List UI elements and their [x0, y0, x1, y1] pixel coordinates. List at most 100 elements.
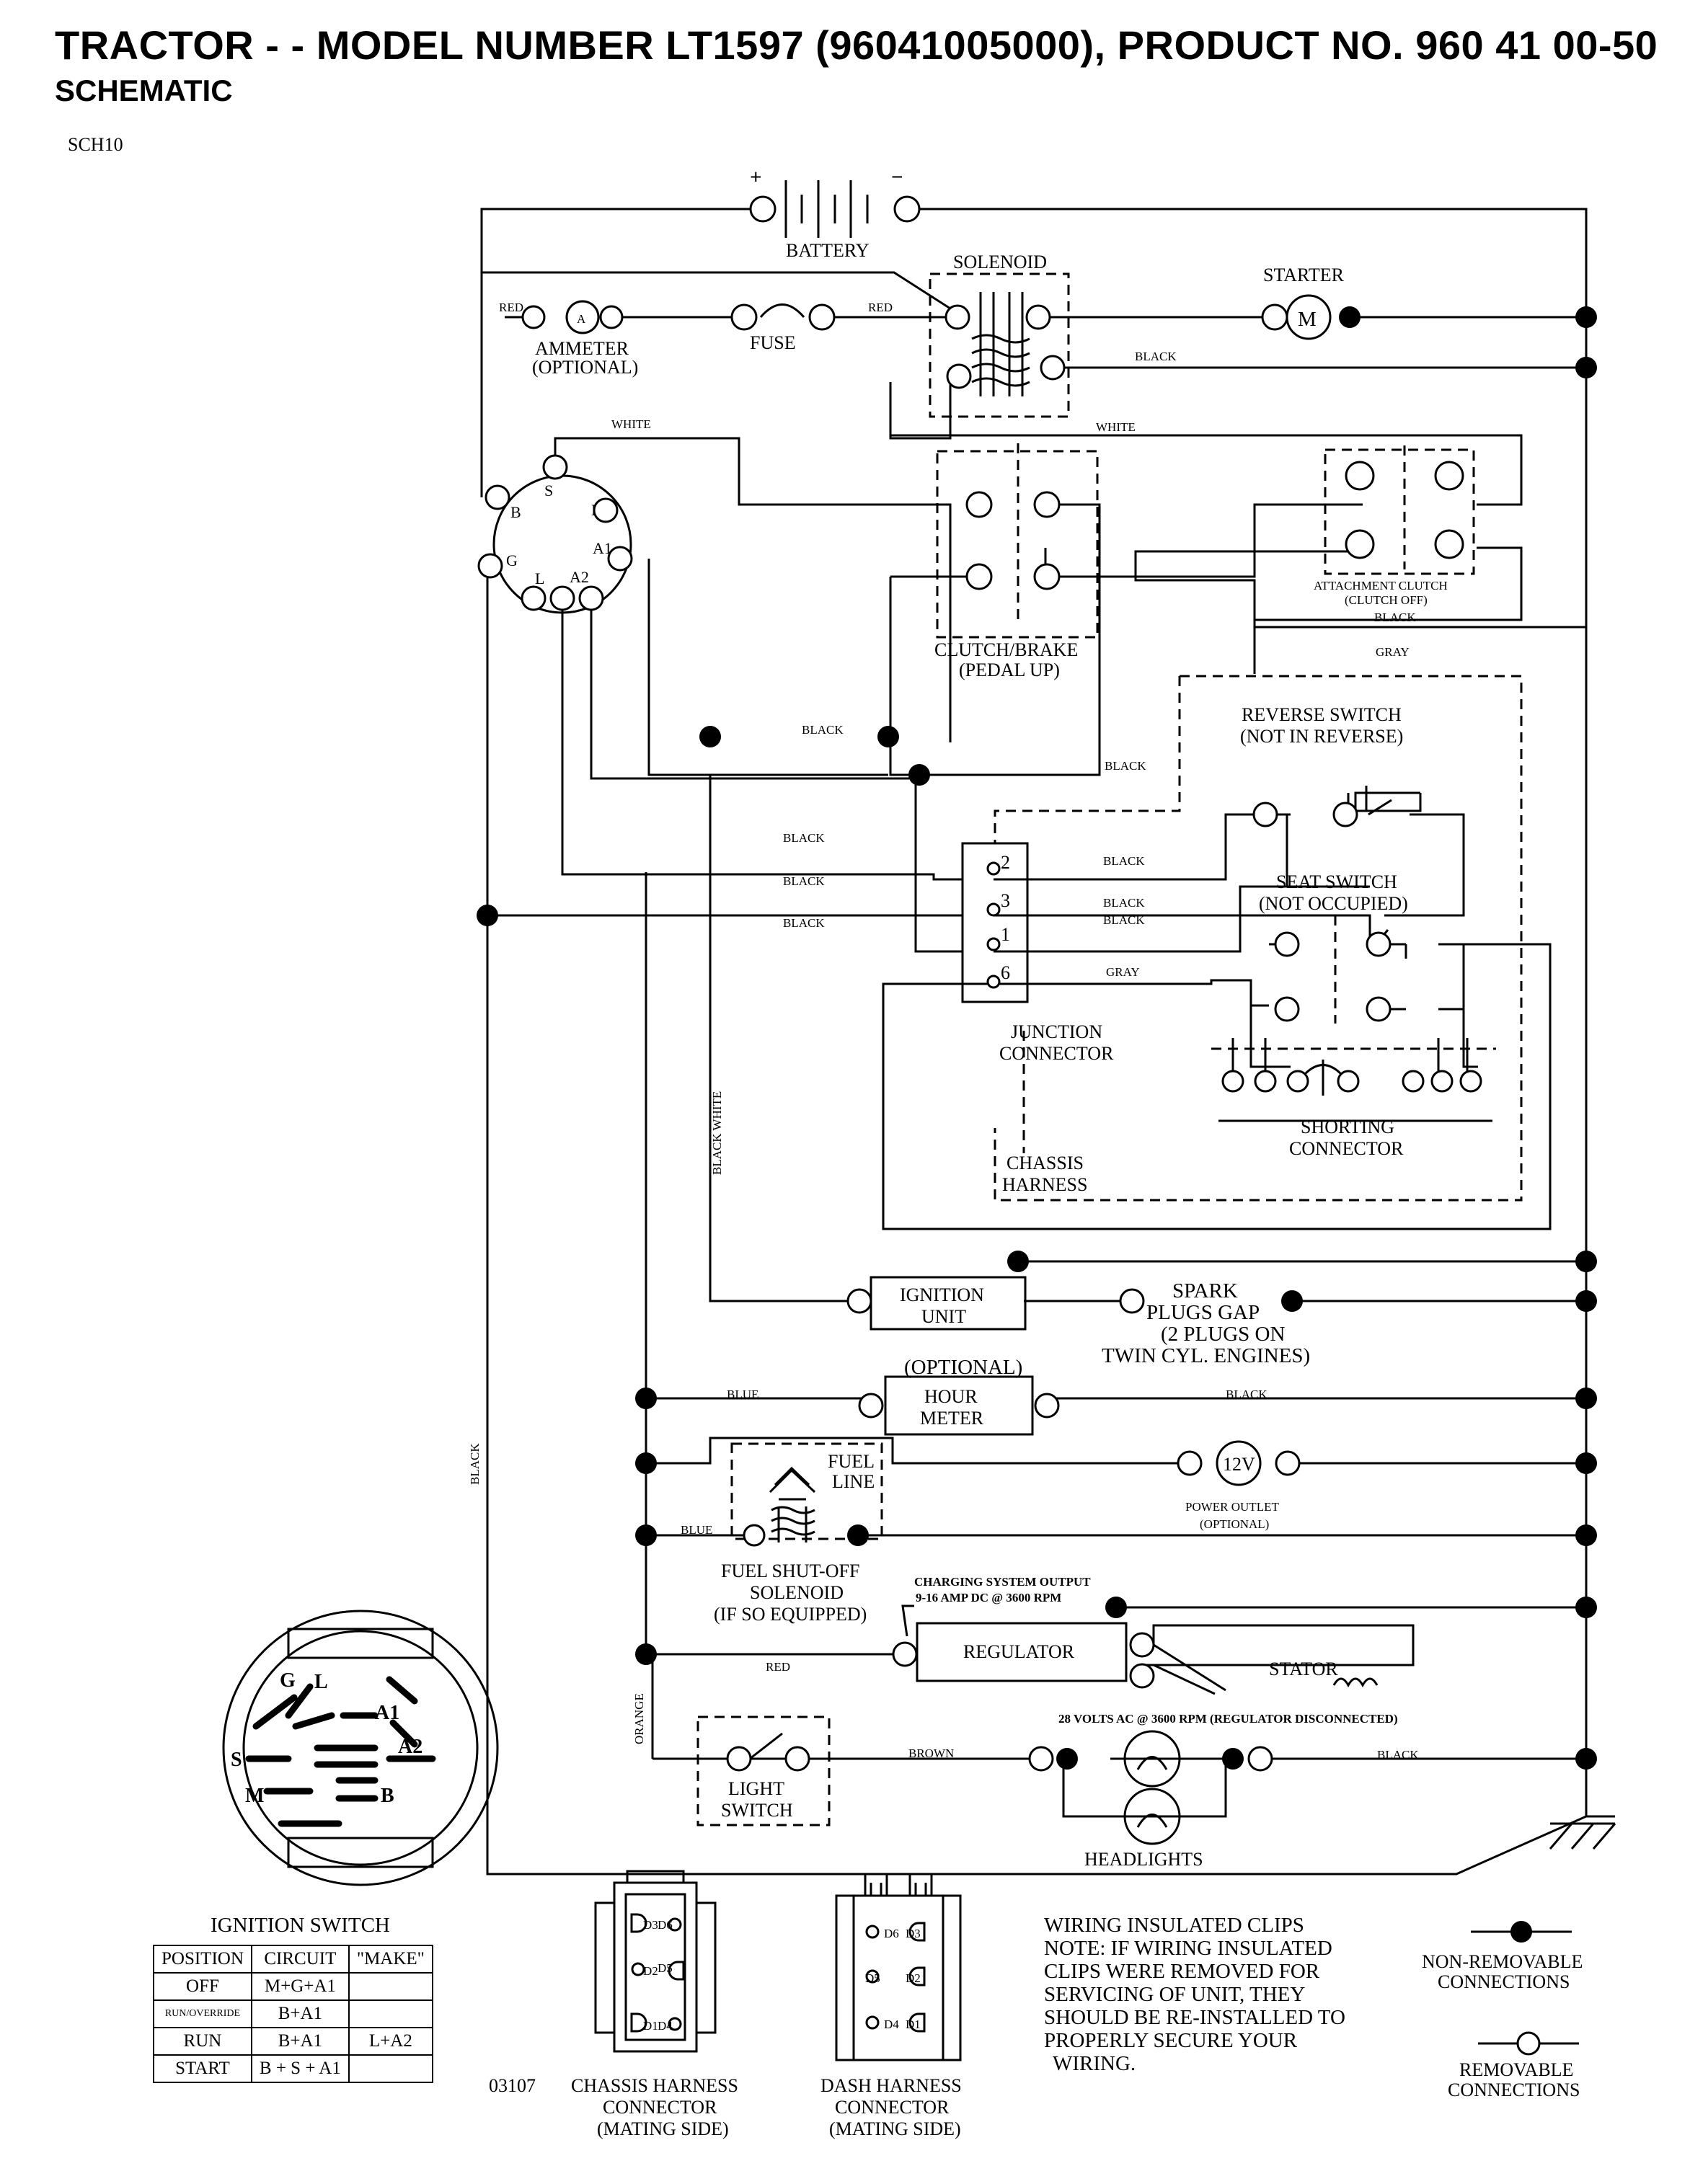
terminal-s-label: S [544, 481, 553, 500]
shorting-connector-label: SHORTING [1301, 1117, 1394, 1137]
table-cell: OFF [153, 1972, 252, 2001]
dash-pin-d1: D1 [906, 2017, 921, 2031]
table-cell [348, 1972, 433, 2001]
charging-output-spec: 9-16 AMP DC @ 3600 RPM [916, 1591, 1061, 1604]
terminal-l-label: L [535, 569, 544, 587]
ignition-unit-sub: UNIT [921, 1306, 966, 1327]
wire-label-blue-2: BLUE [681, 1523, 712, 1537]
wire-label-black-1: BLACK [1135, 350, 1177, 363]
wire-label-black-10: BLACK [1103, 913, 1145, 927]
wire-label-white-1: WHITE [1096, 420, 1136, 434]
legend-non-removable-sub: CONNECTIONS [1438, 1971, 1570, 1992]
wire-label-black-white: BLACK WHITE [710, 1091, 724, 1175]
non-removable-connections [477, 306, 1597, 1770]
wire-label-orange: ORANGE [632, 1693, 646, 1744]
table-row: RUN/OVERRIDE B+A1 [153, 1999, 433, 2028]
spark-plug-label-1: SPARK [1172, 1279, 1238, 1302]
ignition-switch-label: IGNITION SWITCH [211, 1914, 390, 1937]
headlight-lower-filament [1136, 1814, 1168, 1828]
hour-meter-sub: METER [920, 1408, 984, 1429]
stator-voltage-label: 28 VOLTS AC @ 3600 RPM (REGULATOR DISCON… [1058, 1712, 1398, 1726]
dash-connector-label: DASH HARNESS [820, 2075, 962, 2096]
wire-label-gray-1: GRAY [1376, 645, 1410, 659]
charging-arrow [901, 1604, 914, 1637]
legend: NON-REMOVABLE CONNECTIONS REMOVABLE CONN… [1422, 1921, 1583, 2100]
wire-label-black-vertical: BLACK [468, 1443, 482, 1485]
table-header: "MAKE" [348, 1945, 433, 1974]
junction-pin-2: 2 [1001, 852, 1010, 873]
power-outlet-sub: (OPTIONAL) [1200, 1517, 1269, 1531]
switch-face-l: L [314, 1671, 328, 1693]
switch-face-b: B [381, 1785, 394, 1807]
chassis-pin-d5: D5 [658, 1961, 673, 1975]
wire-label-black-2: BLACK [1374, 611, 1416, 624]
clips-note-line-6: WIRING. [1053, 2052, 1136, 2075]
chassis-pin-d2: D2 [643, 1964, 658, 1978]
light-switch-label: LIGHT [728, 1778, 784, 1799]
dash-connector-mating: (MATING SIDE) [829, 2118, 961, 2139]
switch-face-a2: A2 [398, 1736, 422, 1758]
junction-pin-labels: 2 3 1 6 [1001, 852, 1010, 983]
solenoid-symbol: SOLENOID [953, 252, 1047, 396]
charging-output-label: CHARGING SYSTEM OUTPUT [914, 1575, 1091, 1589]
table-cell: START [153, 2054, 252, 2083]
chassis-pin-d3: D3 [643, 1918, 658, 1932]
clips-note-line-2: CLIPS WERE REMOVED FOR [1044, 1960, 1320, 1983]
table-header: CIRCUIT [250, 1945, 350, 1974]
hour-meter-box [884, 1375, 1034, 1436]
junction-connector-body [961, 842, 1029, 1003]
wire-label-red-2: RED [868, 301, 893, 314]
table-cell [348, 1999, 433, 2028]
clips-note-line-4: SHOULD BE RE-INSTALLED TO [1044, 2006, 1345, 2029]
dash-pin-d5: D5 [865, 1971, 880, 1985]
wire-label-brown: BROWN [908, 1746, 954, 1760]
attachment-clutch-label: ATTACHMENT CLUTCH [1314, 579, 1448, 592]
ignition-terminal-letters: S B M A1 G L A2 [506, 481, 612, 587]
junction-pin-1: 1 [1001, 924, 1010, 945]
ignition-unit-label: IGNITION [900, 1284, 984, 1305]
clips-note-line-5: PROPERLY SECURE YOUR [1044, 2029, 1298, 2052]
table-cell: RUN/OVERRIDE [153, 1999, 252, 2028]
ammeter-optional: (OPTIONAL) [532, 357, 638, 378]
table-row: RUN B+A1 L+A2 [153, 2027, 433, 2056]
table-header: POSITION [153, 1945, 252, 1974]
wire-label-black-3: BLACK [802, 723, 844, 737]
legend-non-removable-label: NON-REMOVABLE [1422, 1951, 1583, 1972]
chassis-harness-connector: D3 D2 D1 D5 D6 D4 [594, 1870, 717, 2053]
starter-symbol: M [1298, 308, 1317, 331]
junction-connector-label: JUNCTION [1011, 1021, 1102, 1042]
hour-meter-label: HOUR [924, 1386, 978, 1407]
terminal-g-label: G [506, 551, 518, 569]
clips-note-line-1: NOTE: IF WIRING INSULATED [1044, 1937, 1332, 1960]
wire-label-white-2: WHITE [611, 417, 651, 431]
table-cell: L+A2 [348, 2027, 433, 2056]
spark-plug-label-2: PLUGS GAP [1146, 1301, 1260, 1324]
battery-minus: − [891, 166, 903, 189]
solenoid-label: SOLENOID [953, 252, 1047, 272]
clips-note: NOTE: IF WIRING INSULATED CLIPS WERE REM… [1044, 1937, 1345, 2075]
headlights-label: HEADLIGHTS [1084, 1849, 1203, 1870]
fuse-element [759, 303, 805, 318]
reverse-switch-sub: (NOT IN REVERSE) [1240, 726, 1403, 747]
seat-switch-label: SEAT SWITCH [1276, 871, 1397, 892]
wire-label-black-12: BLACK [1377, 1748, 1419, 1762]
switch-face-g: G [280, 1669, 296, 1692]
legend-removable-dot [1516, 2031, 1541, 2056]
ammeter-symbol: A [577, 312, 586, 326]
ignition-position-table: POSITION CIRCUIT "MAKE" OFF M+G+A1 RUN/O… [153, 1945, 433, 2083]
dash-connector-sub: CONNECTOR [835, 2097, 950, 2118]
dash-pin-d2: D2 [906, 1971, 921, 1985]
battery-symbol: + − BATTERY [750, 166, 903, 261]
chassis-harness-sub: HARNESS [1002, 1174, 1087, 1195]
stator-arrows [1153, 1643, 1226, 1695]
terminal-a2-label: A2 [570, 568, 589, 586]
power-outlet-symbol [1216, 1440, 1262, 1486]
legend-non-removable-dot [1510, 1921, 1532, 1943]
dash-pin-d4: D4 [884, 2017, 899, 2031]
spark-plug-label-4: TWIN CYL. ENGINES) [1102, 1344, 1310, 1367]
chassis-pin-d6: D6 [658, 1918, 673, 1932]
headlight-upper [1123, 1730, 1181, 1788]
schematic-code: SCH10 [68, 134, 123, 155]
table-header-row: POSITION CIRCUIT "MAKE" [153, 1945, 433, 1974]
wire-label-black-5: BLACK [783, 831, 825, 845]
